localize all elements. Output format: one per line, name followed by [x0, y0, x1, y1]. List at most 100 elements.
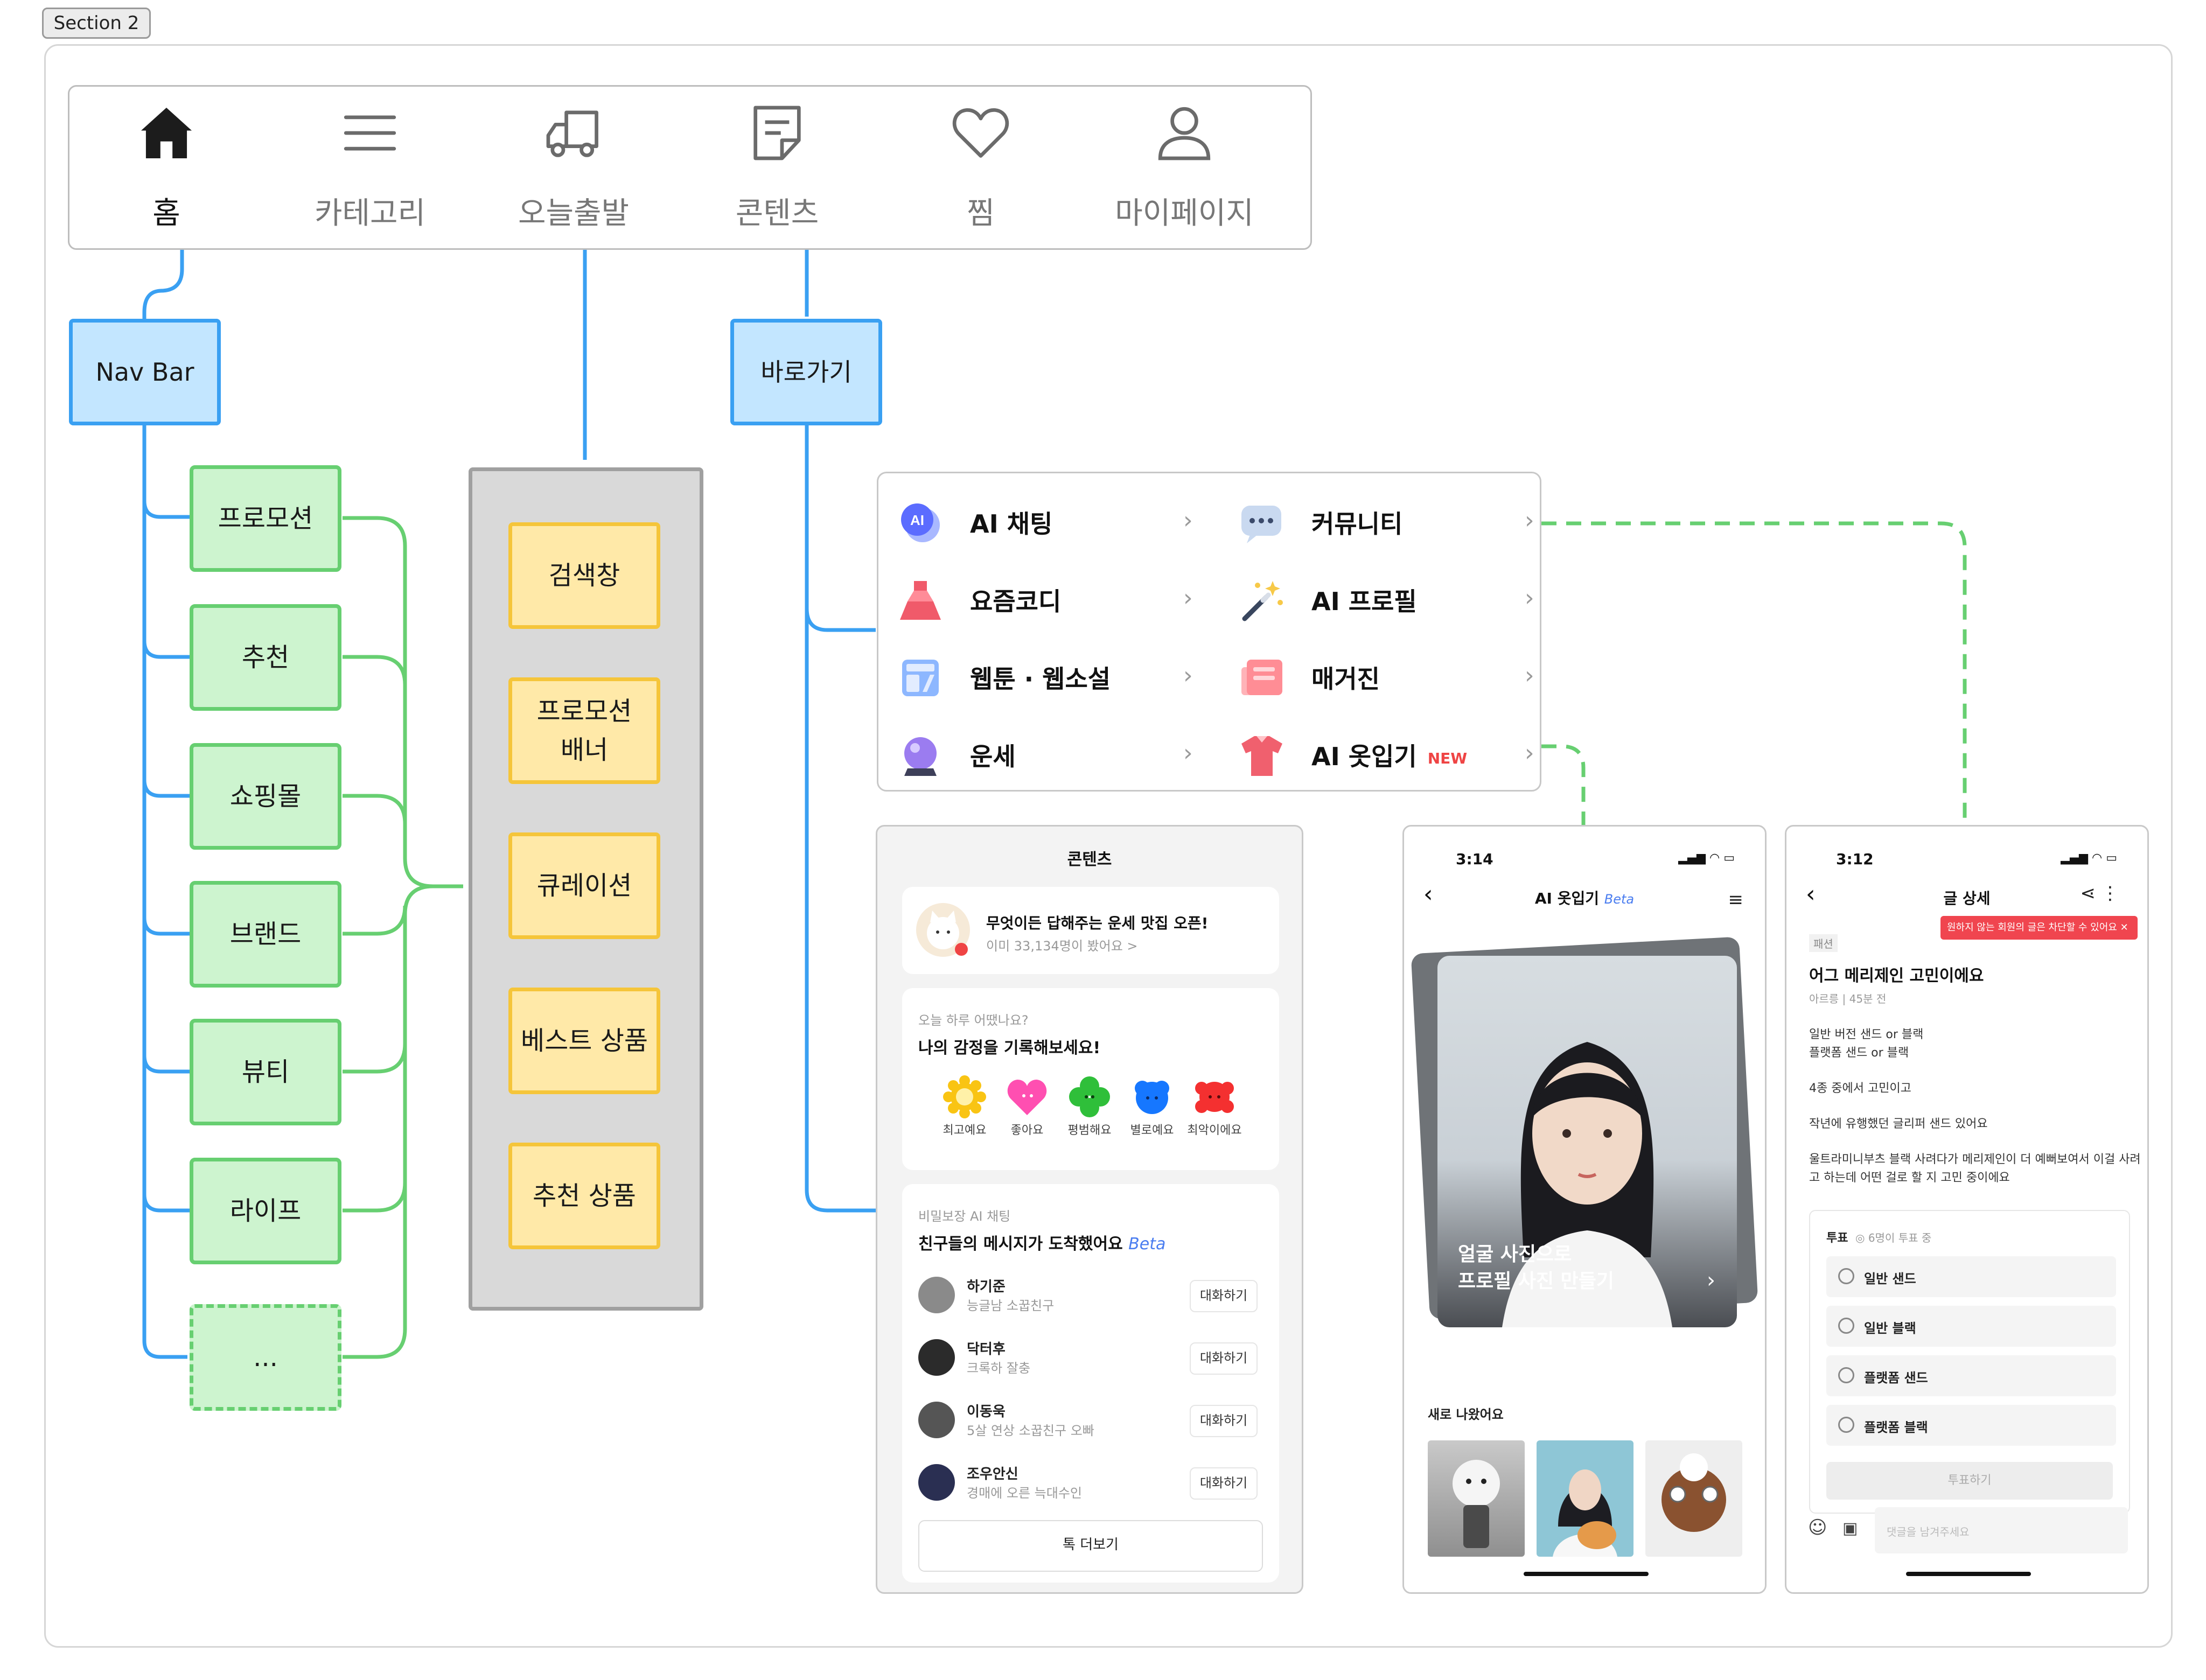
chat-button[interactable]: 대화하기 [1190, 1405, 1258, 1437]
mood-bad[interactable]: 별로예요 [1120, 1075, 1184, 1138]
mood-worst[interactable]: 최악이에요 [1182, 1075, 1247, 1138]
nav-item-beauty: 뷰티 [190, 1019, 341, 1125]
girl-cat-image [1537, 1440, 1633, 1557]
block-recommended-products: 추천 상품 [508, 1143, 660, 1249]
emoji-icon[interactable]: ☺ [1808, 1517, 1827, 1538]
chevron-right-icon: › [1525, 739, 1534, 767]
shortcut-panel: AI AI 채팅 › 커뮤니티 › 요즘코디 › AI 프로필 › 웹툰 · 웹… [877, 472, 1541, 792]
shortcut-trend-coordi[interactable]: 요즘코디 › [898, 572, 1199, 626]
chat-button[interactable]: 대화하기 [1190, 1342, 1258, 1375]
tab-label: 홈 [64, 189, 269, 233]
shortcut-webtoon[interactable]: 웹툰 · 웹소설 › [898, 650, 1199, 704]
nav-item-recommend: 추천 [190, 604, 341, 711]
nav-item-promotion: 프로모션 [190, 465, 341, 572]
friend-row[interactable]: 조우안신 경매에 오른 늑대수인 대화하기 [902, 1452, 1279, 1511]
post-meta: 아르릉 | 45분 전 [1809, 990, 1886, 1006]
tab-label: 찜 [878, 189, 1083, 233]
friend-desc: 능글남 소꿉친구 [967, 1295, 1054, 1314]
svg-text:AI: AI [910, 512, 924, 528]
chat-button[interactable]: 대화하기 [1190, 1280, 1258, 1312]
ai-outfit-screen: 3:14 ▂▄▆ ◠ ▭ ‹ AI 옷입기 Beta ≡ 얼굴 사진으로 프로필… [1402, 825, 1767, 1594]
dress-icon [898, 578, 943, 623]
fortune-title: 무엇이든 답해주는 운세 맛집 오픈! [986, 912, 1208, 933]
vote-option[interactable]: 일반 블랙 [1826, 1306, 2116, 1347]
shortcut-label: 웹툰 · 웹소설 [970, 660, 1111, 695]
shortcut-ai-chat[interactable]: AI AI 채팅 › [898, 495, 1199, 549]
close-icon[interactable]: ✕ [2120, 922, 2128, 933]
fortune-avatar [916, 903, 970, 957]
chat-button[interactable]: 대화하기 [1190, 1467, 1258, 1500]
truck-icon [543, 103, 604, 163]
friend-desc: 경매에 오른 늑대수인 [967, 1482, 1082, 1501]
shortcut-fortune[interactable]: 운세 › [898, 727, 1199, 781]
avatar [918, 1402, 955, 1438]
chat-eyebrow: 비밀보장 AI 채팅 [918, 1206, 1010, 1224]
shortcut-magazine[interactable]: 매거진 › [1239, 650, 1541, 704]
shortcut-label: 커뮤니티 [1311, 505, 1402, 540]
tab-label: 마이페이지 [1082, 189, 1287, 233]
tab-my-page[interactable]: 마이페이지 [1082, 87, 1287, 248]
vote-count: ◎ 6명이 투표 중 [1855, 1229, 1931, 1245]
more-talk-button[interactable]: 톡 더보기 [918, 1520, 1263, 1572]
tab-contents[interactable]: 콘텐츠 [675, 87, 879, 248]
home-indicator [1906, 1572, 2031, 1576]
mood-good[interactable]: 좋아요 [995, 1075, 1059, 1138]
tab-today-departure[interactable]: 오늘출발 [471, 87, 676, 248]
nav-item-life: 라이프 [190, 1158, 341, 1264]
blob-face-icon [1130, 1075, 1174, 1118]
image-icon[interactable]: ▣ [1842, 1519, 1858, 1538]
more-icon[interactable]: ⋮ [2101, 883, 2119, 904]
thumb-dog[interactable] [1428, 1440, 1525, 1557]
chevron-right-icon: › [1525, 584, 1534, 612]
mood-best[interactable]: 최고예요 [932, 1075, 997, 1138]
radio-icon [1838, 1318, 1854, 1334]
comment-input[interactable]: 댓글을 남겨주세요 [1875, 1507, 2128, 1553]
mood-normal[interactable]: 평범해요 [1057, 1075, 1122, 1138]
friend-row[interactable]: 닥터후 크록하 잘충 대화하기 [902, 1327, 1279, 1387]
nav-item-more: ... [190, 1304, 341, 1411]
chevron-right-icon: › [1183, 662, 1193, 689]
vote-option[interactable]: 플랫폼 블랙 [1826, 1405, 2116, 1446]
ai-profile-banner[interactable]: 얼굴 사진으로 프로필 사진 만들기 › [1437, 956, 1737, 1327]
block-promotion-banner: 프로모션 배너 [508, 677, 660, 784]
tab-home[interactable]: 홈 [64, 87, 269, 248]
post-body-line: 고 하는데 어떤 걸로 할 지 고민 중이에요 [1809, 1169, 2010, 1187]
heart-icon [951, 103, 1011, 163]
shortcut-ai-profile[interactable]: AI 프로필 › [1239, 572, 1541, 626]
chevron-right-icon: › [1183, 507, 1193, 534]
contents-screen: 콘텐츠 무엇이든 답해주는 운세 맛집 오픈! 이미 33,134명이 봤어요 … [876, 825, 1303, 1594]
fortune-card[interactable]: 무엇이든 답해주는 운세 맛집 오픈! 이미 33,134명이 봤어요 > [902, 887, 1279, 974]
thumb-cat-girl[interactable] [1537, 1440, 1633, 1557]
friend-name: 조우안신 [967, 1463, 1018, 1483]
menu-icon[interactable]: ≡ [1728, 889, 1744, 911]
friend-row[interactable]: 하기준 능글남 소꿉친구 대화하기 [902, 1265, 1279, 1324]
banner-text: 얼굴 사진으로 프로필 사진 만들기 [1458, 1241, 1614, 1295]
vote-option[interactable]: 일반 샌드 [1826, 1256, 2116, 1297]
vote-option[interactable]: 플랫폼 샌드 [1826, 1355, 2116, 1396]
shortcut-community[interactable]: 커뮤니티 › [1239, 495, 1541, 549]
avatar [918, 1339, 955, 1376]
vote-submit-button[interactable]: 투표하기 [1826, 1462, 2113, 1500]
mood-label: 최고예요 [932, 1121, 997, 1138]
thumb-puppy[interactable] [1645, 1440, 1742, 1557]
home-icon [136, 103, 197, 163]
chat-title: 친구들의 메시지가 도착했어요 Beta [918, 1230, 1165, 1254]
document-icon [747, 103, 807, 163]
vote-option-label: 플랫폼 샌드 [1864, 1367, 1928, 1386]
nav-bar-node: Nav Bar [69, 319, 221, 425]
sun-face-icon [943, 1075, 986, 1118]
friend-row[interactable]: 이동욱 5살 연상 소꿉친구 오빠 대화하기 [902, 1390, 1279, 1449]
mood-card: 오늘 하루 어땠나요? 나의 감정을 기록해보세요! 최고예요 좋아요 평범해요… [902, 988, 1279, 1170]
chevron-right-icon: › [1183, 739, 1193, 767]
mood-label: 좋아요 [995, 1121, 1059, 1138]
post-body-line: 작년에 유행했던 글리퍼 샌드 있어요 [1809, 1115, 1988, 1133]
shortcut-label: 운세 [970, 737, 1016, 773]
share-icon[interactable]: ⋖ [2081, 883, 2096, 904]
status-icons: ▂▄▆ ◠ ▭ [1678, 851, 1735, 865]
magazine-icon [1239, 655, 1284, 701]
vote-card: 투표 ◎ 6명이 투표 중 일반 샌드 일반 블랙 플랫폼 샌드 플랫폼 블랙 … [1809, 1210, 2130, 1514]
tab-category[interactable]: 카테고리 [268, 87, 472, 248]
tab-wishlist[interactable]: 찜 [878, 87, 1083, 248]
